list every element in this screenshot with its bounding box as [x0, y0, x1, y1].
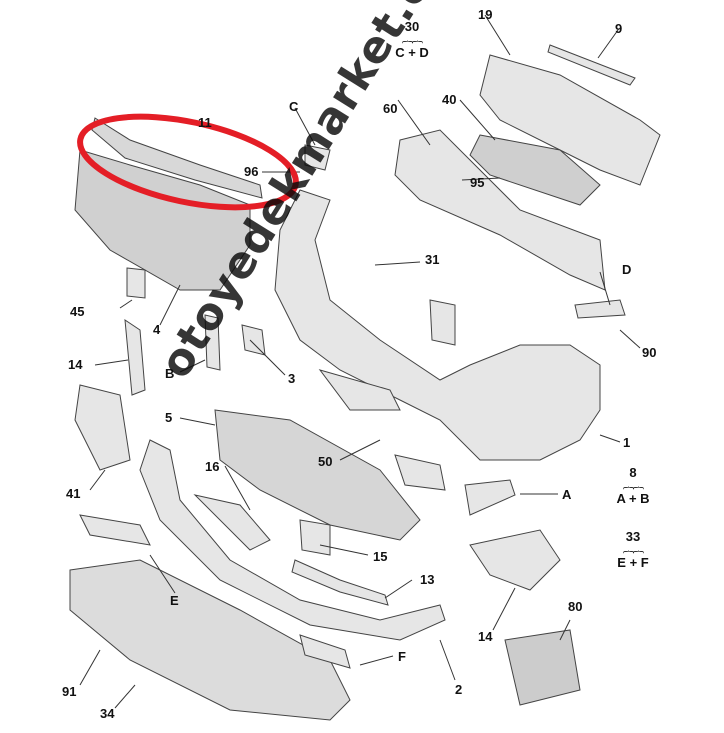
callout-2: 2: [455, 682, 463, 697]
combo-30-number: 30: [404, 19, 420, 34]
callout-5: 5: [165, 410, 173, 425]
part-9-strip: [547, 44, 636, 86]
part-1-bumper: [274, 189, 601, 461]
combo-8-letters: A + B: [616, 491, 650, 506]
callout-A: A: [562, 487, 572, 502]
callout-19: 19: [478, 7, 493, 22]
callout-41: 41: [66, 486, 81, 501]
part-50b: [394, 454, 446, 491]
part-80-module: [504, 629, 581, 706]
callout-60: 60: [383, 101, 398, 116]
part-14-trim-a: [124, 319, 146, 396]
part-5-lower-grille: [214, 409, 421, 541]
part-14-trim-b: [469, 529, 561, 591]
callout-14-upper: 14: [68, 357, 83, 372]
part-13: [291, 559, 389, 606]
part-41-panel: [74, 384, 131, 471]
callout-31: 31: [425, 252, 440, 267]
part-E: [79, 514, 151, 546]
callout-D: D: [622, 262, 632, 277]
callout-3: 3: [288, 371, 296, 386]
part-31: [429, 299, 456, 346]
callout-13: 13: [420, 572, 435, 587]
part-34-shield: [69, 559, 351, 721]
part-50: [318, 369, 401, 411]
combo-30: 30 ︷︷ C + D: [382, 20, 442, 59]
combo-33-letters: E + F: [617, 555, 649, 570]
callout-90: 90: [642, 345, 657, 360]
part-B: [204, 314, 221, 371]
callout-B: B: [165, 366, 175, 381]
part-D: [574, 299, 626, 319]
callout-96: 96: [244, 164, 259, 179]
callout-91: 91: [62, 684, 77, 699]
callout-14-lower: 14: [478, 629, 493, 644]
brace-icon: ︷︷: [402, 33, 423, 45]
callout-45: 45: [70, 304, 85, 319]
part-60-beam: [394, 129, 606, 291]
callout-95: 95: [470, 175, 485, 190]
brace-icon: ︷︷: [623, 479, 644, 491]
combo-33-number: 33: [625, 529, 641, 544]
combo-8: 8 ︷︷ A + B: [598, 466, 668, 505]
part-A: [464, 479, 516, 516]
part-11-trim: [91, 117, 263, 199]
callout-1: 1: [623, 435, 631, 450]
part-C: [304, 144, 331, 171]
callout-16: 16: [205, 459, 220, 474]
part-15: [299, 519, 331, 556]
part-40-plate: [469, 134, 601, 206]
part-2-lip: [139, 439, 446, 641]
callout-9: 9: [615, 21, 623, 36]
combo-30-letters: C + D: [395, 45, 429, 60]
callout-11: 11: [198, 115, 212, 130]
callout-E: E: [170, 593, 179, 608]
part-3: [241, 324, 266, 356]
part-45: [126, 267, 146, 299]
highlight-ellipse: [77, 113, 299, 211]
part-F: [299, 634, 351, 669]
combo-33: 33 ︷︷ E + F: [598, 530, 668, 569]
callout-50: 50: [318, 454, 333, 469]
part-4-grille: [74, 149, 251, 291]
callout-4: 4: [153, 322, 161, 337]
callout-C: C: [289, 99, 299, 114]
callout-F: F: [398, 649, 406, 664]
callout-34: 34: [100, 706, 115, 721]
part-19-upper-panel: [479, 54, 661, 186]
part-16: [193, 494, 271, 551]
brace-icon: ︷︷: [623, 543, 644, 555]
combo-8-number: 8: [629, 465, 637, 480]
callout-15: 15: [373, 549, 388, 564]
callout-80: 80: [568, 599, 583, 614]
callout-40: 40: [442, 92, 457, 107]
